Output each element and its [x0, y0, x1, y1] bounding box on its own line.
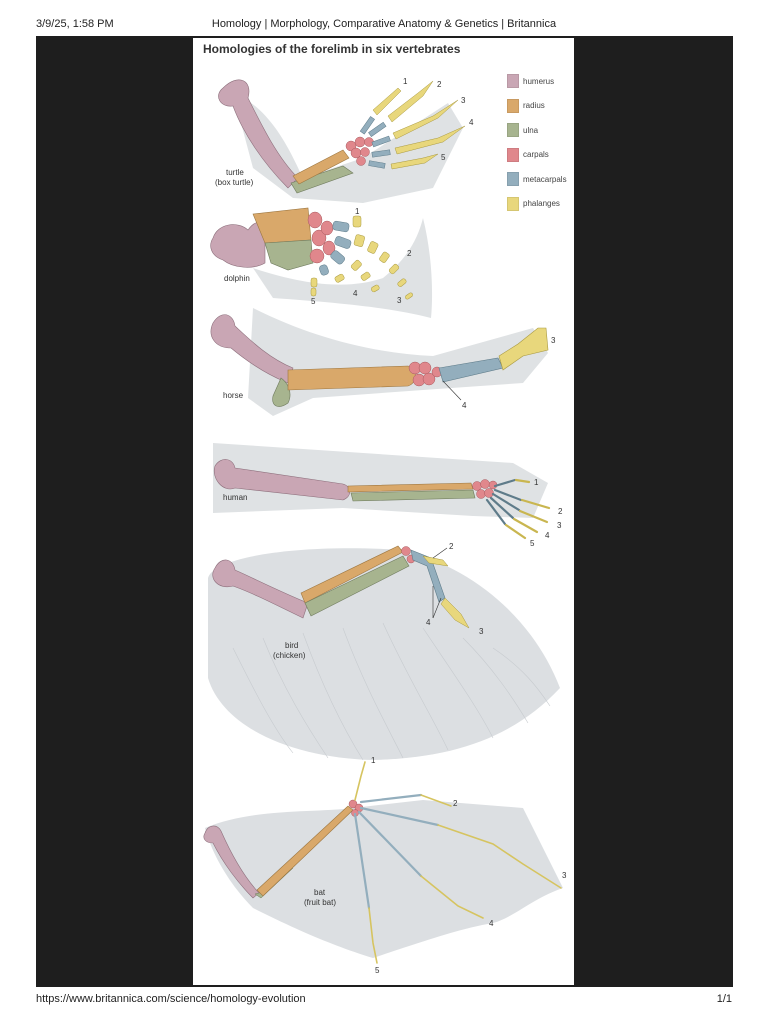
horse-forelimb: horse 3 4 [210, 308, 556, 416]
turtle-digit-4: 4 [469, 118, 474, 127]
turtle-metacarpals [359, 116, 391, 169]
legend-swatch-ulna [507, 123, 519, 138]
bat-phalanges [354, 761, 562, 964]
bird-phalanges [422, 555, 470, 629]
human-digit-5: 5 [530, 539, 535, 548]
bird-feather-lines [232, 622, 551, 761]
turtle-carpals [345, 136, 374, 166]
turtle-digit-5: 5 [441, 153, 446, 162]
forelimb-illustration: turtle (box turtle) 1 2 3 4 5 [203, 77, 567, 975]
legend-item-phalanges: phalanges [507, 192, 567, 217]
dolphin-metacarpals [319, 220, 352, 276]
turtle-forelimb: turtle (box turtle) 1 2 3 4 5 [215, 77, 474, 203]
human-digit-1: 1 [534, 478, 539, 487]
legend-label-humerus: humerus [523, 76, 555, 86]
legend-label-ulna: ulna [523, 125, 539, 135]
bone-legend: humerus radius ulna carpals metacarpals … [507, 69, 567, 216]
bat-forelimb: 1 2 3 4 5 bat (fruit bat) [203, 756, 567, 975]
human-digit-3: 3 [557, 521, 562, 530]
print-datetime: 3/9/25, 1:58 PM [36, 18, 114, 30]
dolphin-digit-2: 2 [407, 249, 412, 258]
label-bat-sub: (fruit bat) [304, 898, 336, 907]
human-forelimb: human 1 2 3 4 5 [213, 443, 563, 548]
legend-label-metacarpals: metacarpals [523, 174, 567, 184]
dolphin-digit-4: 4 [353, 289, 358, 298]
dolphin-humerus [210, 221, 266, 268]
turtle-radius [292, 149, 350, 185]
bat-metacarpals [353, 793, 440, 910]
legend-swatch-carpals [507, 147, 519, 162]
print-page-number: 1/1 [716, 993, 732, 1005]
legend-swatch-humerus [507, 74, 519, 89]
dolphin-digit-3: 3 [397, 296, 402, 305]
label-bat: bat [314, 888, 326, 897]
bat-wing-membrane [205, 800, 563, 958]
bird-forelimb: bird (chicken) 2 3 4 [208, 542, 560, 761]
bat-digit-1: 1 [371, 756, 376, 765]
legend-item-ulna: ulna [507, 118, 567, 143]
horse-phalanges [498, 327, 549, 371]
legend-item-humerus: humerus [507, 69, 567, 94]
dolphin-phalanges [310, 215, 413, 300]
turtle-ulna [290, 165, 354, 194]
bat-digit-4: 4 [489, 919, 494, 928]
print-page-title: Homology | Morphology, Comparative Anato… [211, 18, 557, 30]
horse-ulna [272, 377, 291, 407]
turtle-humerus [218, 79, 299, 189]
legend-item-carpals: carpals [507, 143, 567, 168]
bird-wing-feathers [208, 548, 560, 760]
legend-item-radius: radius [507, 94, 567, 119]
bat-digit-2: 2 [453, 799, 458, 808]
human-phalanges [504, 478, 551, 540]
dolphin-digit-1: 1 [355, 207, 360, 216]
horse-carpals [408, 361, 443, 387]
bat-digit-3: 3 [562, 871, 567, 880]
horse-digit-3: 3 [551, 336, 556, 345]
bat-humerus [203, 825, 260, 899]
dolphin-digit-5: 5 [311, 297, 316, 306]
dolphin-forelimb: dolphin 1 2 3 4 5 [210, 207, 433, 318]
label-bird: bird [285, 641, 298, 650]
horse-digit-4: 4 [462, 401, 467, 410]
turtle-phalanges [372, 80, 466, 170]
turtle-digit-3: 3 [461, 96, 466, 105]
bird-ulna [304, 555, 410, 617]
human-carpals [472, 479, 498, 499]
human-digit-4: 4 [545, 531, 550, 540]
horse-radius [287, 365, 416, 391]
human-radius [347, 482, 474, 493]
label-human: human [223, 493, 247, 502]
figure-panel: Homologies of the forelimb in six verteb… [193, 38, 574, 985]
turtle-digit-2: 2 [437, 80, 442, 89]
human-digit-2: 2 [558, 507, 563, 516]
label-horse: horse [223, 391, 244, 400]
label-turtle: turtle [226, 168, 244, 177]
bird-digit-2: 2 [449, 542, 454, 551]
bird-digit-3: 3 [479, 627, 484, 636]
dolphin-carpals [307, 211, 336, 264]
bird-digit-4: 4 [426, 618, 431, 627]
label-bird-sub: (chicken) [273, 651, 306, 660]
legend-label-carpals: carpals [523, 150, 549, 160]
horse-leader-line-4 [442, 380, 462, 401]
figure-title: Homologies of the forelimb in six verteb… [203, 42, 461, 56]
bird-humerus [212, 559, 309, 619]
dolphin-ulna [264, 239, 314, 271]
legend-swatch-phalanges [507, 196, 519, 211]
human-skin-shadow [213, 443, 548, 518]
human-ulna [350, 489, 476, 502]
bird-leader-lines [432, 547, 448, 619]
human-metacarpals [485, 478, 523, 526]
legend-item-metacarpals: metacarpals [507, 167, 567, 192]
bat-digit-5: 5 [375, 966, 380, 975]
legend-label-radius: radius [523, 101, 545, 111]
label-dolphin: dolphin [224, 274, 250, 283]
legend-swatch-radius [507, 98, 519, 113]
print-url: https://www.britannica.com/science/homol… [36, 993, 306, 1005]
legend-swatch-metacarpals [507, 172, 519, 187]
dolphin-skin-shadow [253, 218, 433, 318]
turtle-digit-1: 1 [403, 77, 408, 86]
legend-label-phalanges: phalanges [523, 199, 560, 209]
label-turtle-sub: (box turtle) [215, 178, 254, 187]
